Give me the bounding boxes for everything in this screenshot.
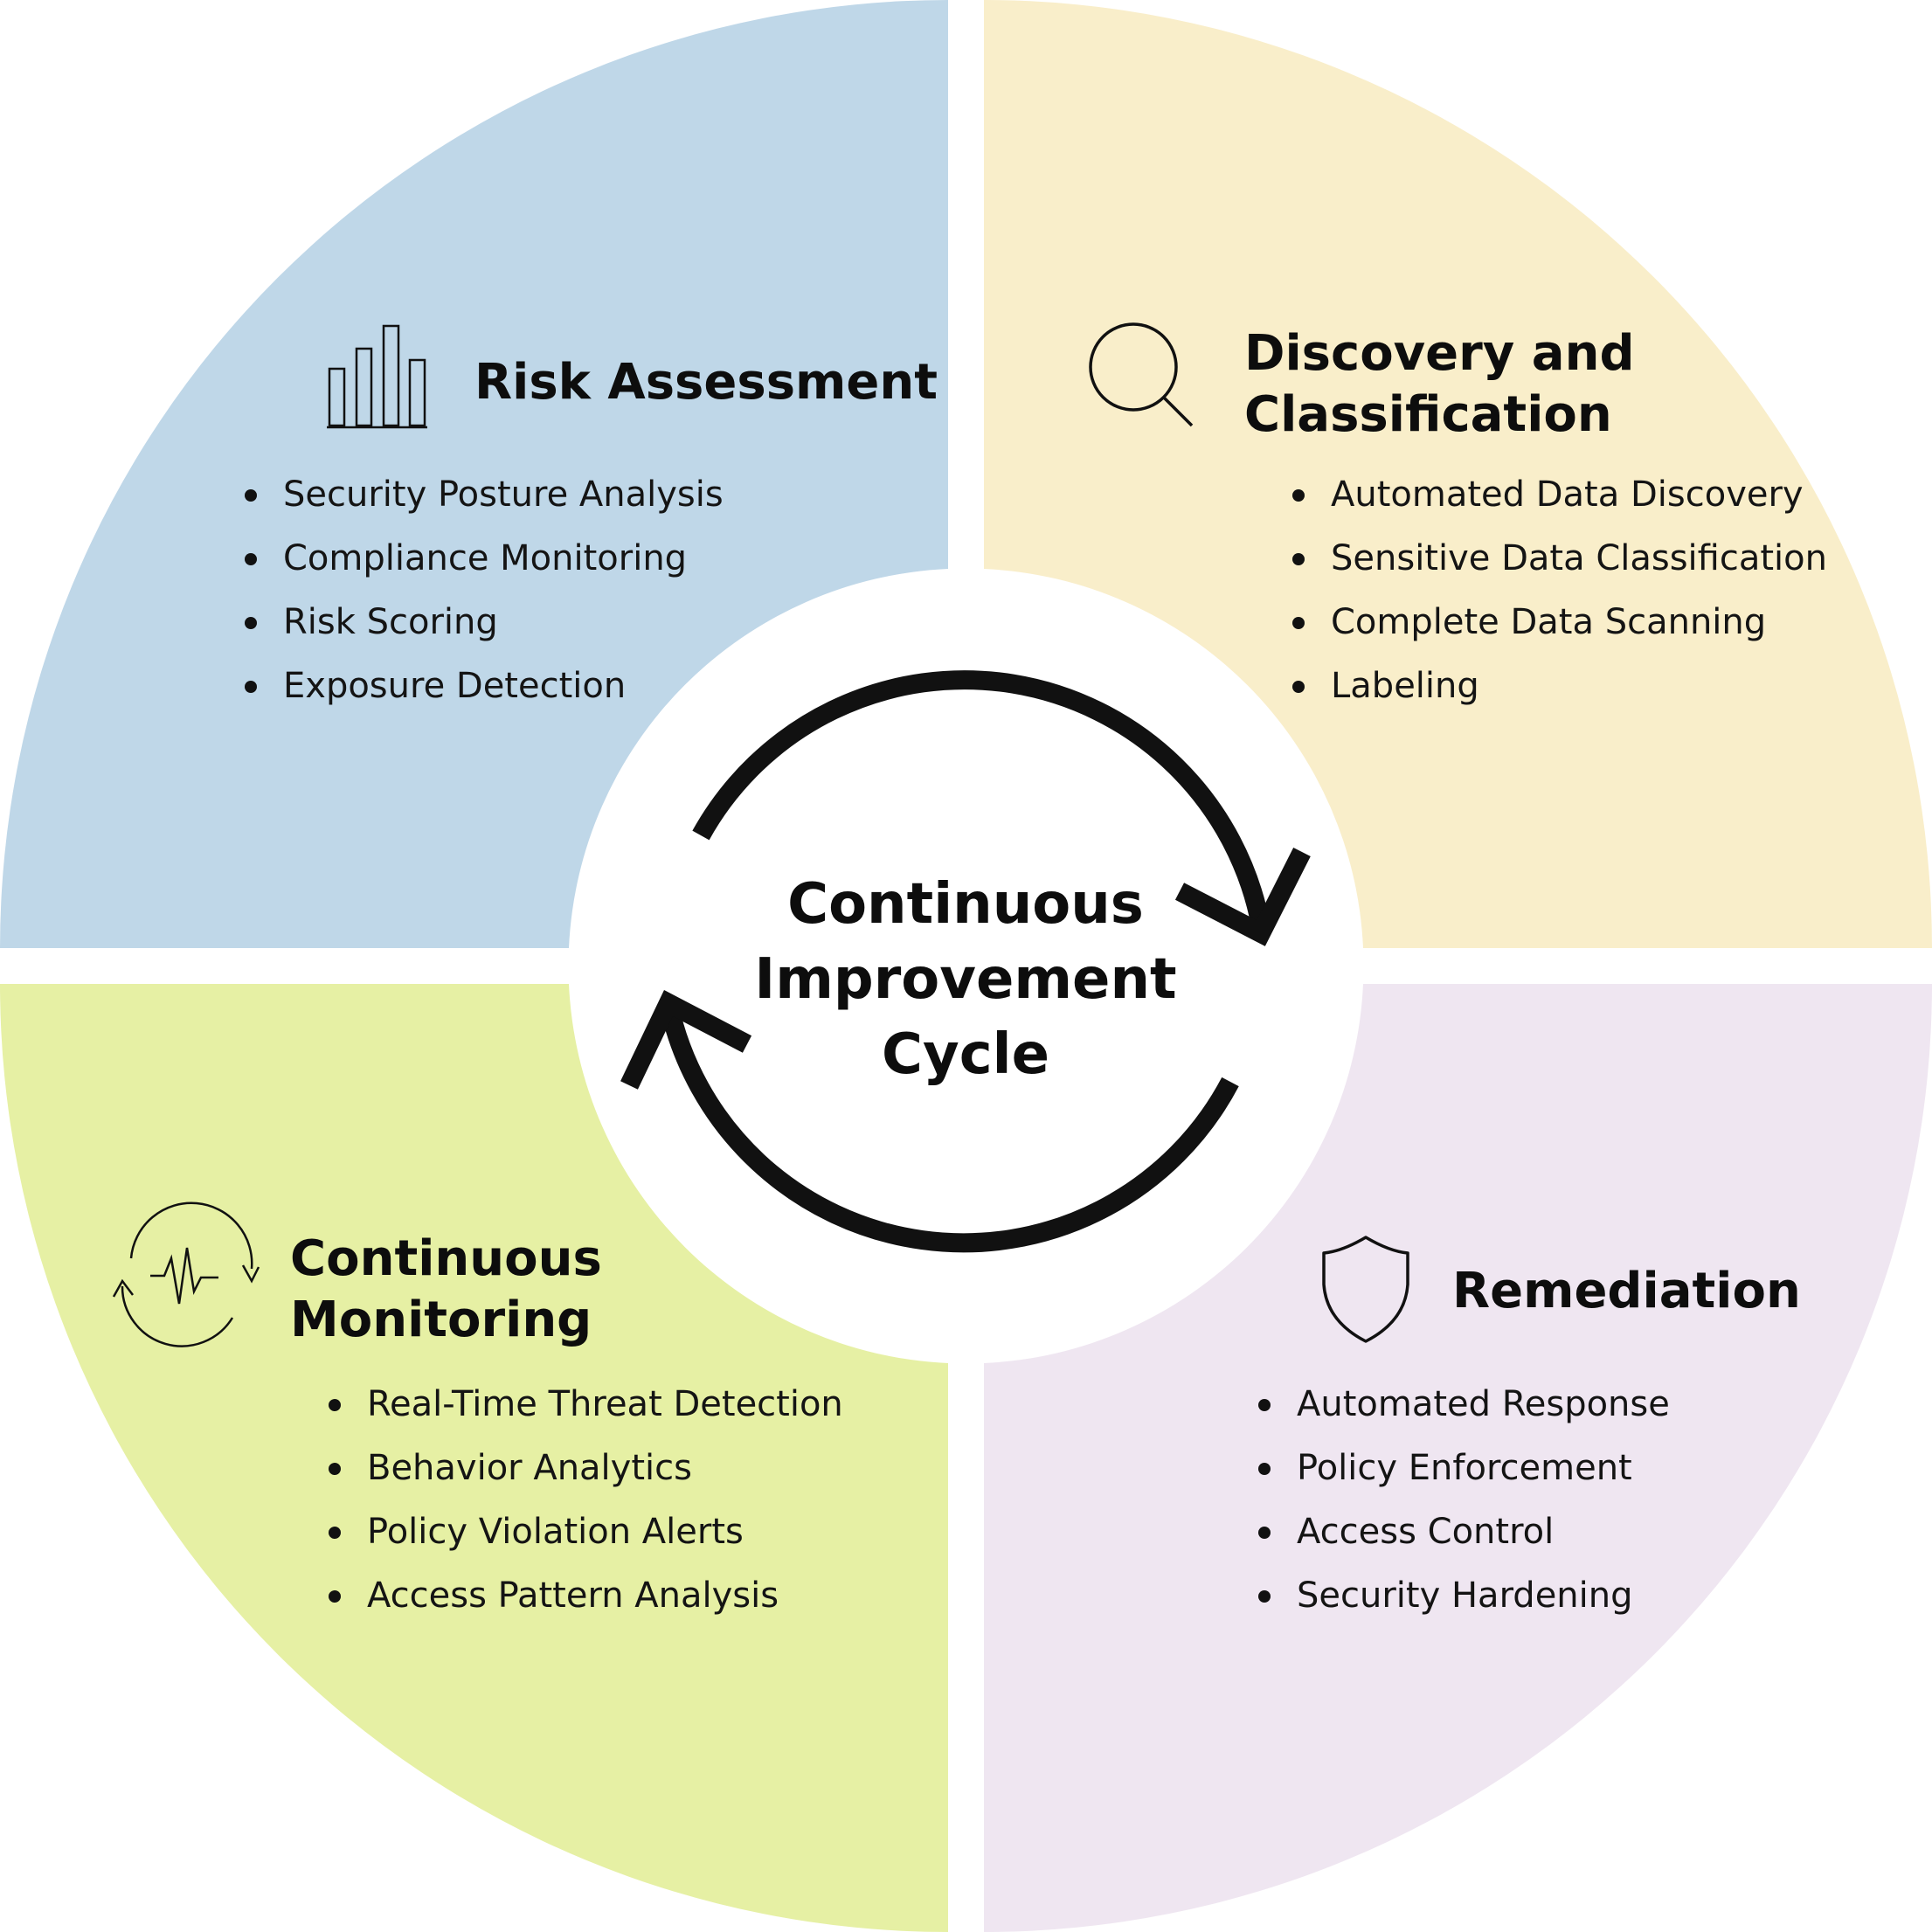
remediation-title-line: Remediation — [1452, 1263, 1801, 1319]
list-item: Real-Time Threat Detection — [329, 1373, 843, 1437]
bar-chart-icon — [327, 324, 427, 429]
risk-assessment-title: Risk Assessment — [474, 352, 938, 413]
cycle-arrow-top-arc — [692, 670, 1271, 929]
discovery-classification-title-line: Discovery and — [1244, 325, 1635, 382]
cycle-arrow-bottom-head — [620, 989, 752, 1090]
center-title-line: Continuous — [787, 872, 1144, 937]
list-item: Sensitive Data Classification — [1292, 527, 1827, 591]
list-item: Automated Response — [1258, 1373, 1670, 1437]
list-item: Behavior Analytics — [329, 1437, 843, 1500]
magnifier-icon — [1089, 322, 1194, 427]
heartbeat-cycle-icon — [112, 1201, 260, 1347]
remediation-list: Automated Response Policy Enforcement Ac… — [1258, 1373, 1670, 1628]
continuous-monitoring-list: Real-Time Threat Detection Behavior Anal… — [329, 1373, 843, 1628]
remediation-title: Remediation — [1452, 1261, 1801, 1322]
discovery-classification-list: Automated Data Discovery Sensitive Data … — [1292, 463, 1827, 718]
cycle-arrows — [620, 670, 1311, 1253]
discovery-classification-quadrant — [984, 0, 1932, 948]
continuous-monitoring-title-line: Continuous — [290, 1230, 602, 1287]
cycle-arrow-bottom-arc — [659, 1001, 1239, 1253]
list-item: Labeling — [1292, 654, 1827, 718]
risk-assessment-quadrant — [0, 0, 948, 948]
risk-assessment-list: Security Posture Analysis Compliance Mon… — [245, 463, 724, 718]
list-item: Access Control — [1258, 1500, 1670, 1564]
list-item: Complete Data Scanning — [1292, 591, 1827, 654]
list-item: Access Pattern Analysis — [329, 1564, 843, 1628]
continuous-monitoring-title-line: Monitoring — [290, 1291, 592, 1348]
list-item: Risk Scoring — [245, 591, 724, 654]
list-item: Policy Enforcement — [1258, 1437, 1670, 1500]
center-title-line: Cycle — [882, 1022, 1049, 1087]
list-item: Automated Data Discovery — [1292, 463, 1827, 527]
list-item: Compliance Monitoring — [245, 527, 724, 591]
discovery-classification-title: Discovery and Classification — [1244, 323, 1635, 446]
continuous-monitoring-quadrant — [0, 984, 948, 1932]
remediation-quadrant — [984, 984, 1932, 1932]
list-item: Policy Violation Alerts — [329, 1500, 843, 1564]
cycle-arrow-top-head — [1174, 848, 1311, 946]
list-item: Security Posture Analysis — [245, 463, 724, 527]
list-item: Security Hardening — [1258, 1564, 1670, 1628]
center-title-line: Improvement — [754, 947, 1177, 1012]
center-title: Continuous Improvement Cycle — [703, 867, 1228, 1092]
list-item: Exposure Detection — [245, 654, 724, 718]
continuous-monitoring-title: Continuous Monitoring — [290, 1229, 602, 1351]
discovery-classification-title-line: Classification — [1244, 386, 1612, 443]
risk-assessment-title-line: Risk Assessment — [474, 354, 938, 411]
shield-icon — [1322, 1236, 1409, 1343]
